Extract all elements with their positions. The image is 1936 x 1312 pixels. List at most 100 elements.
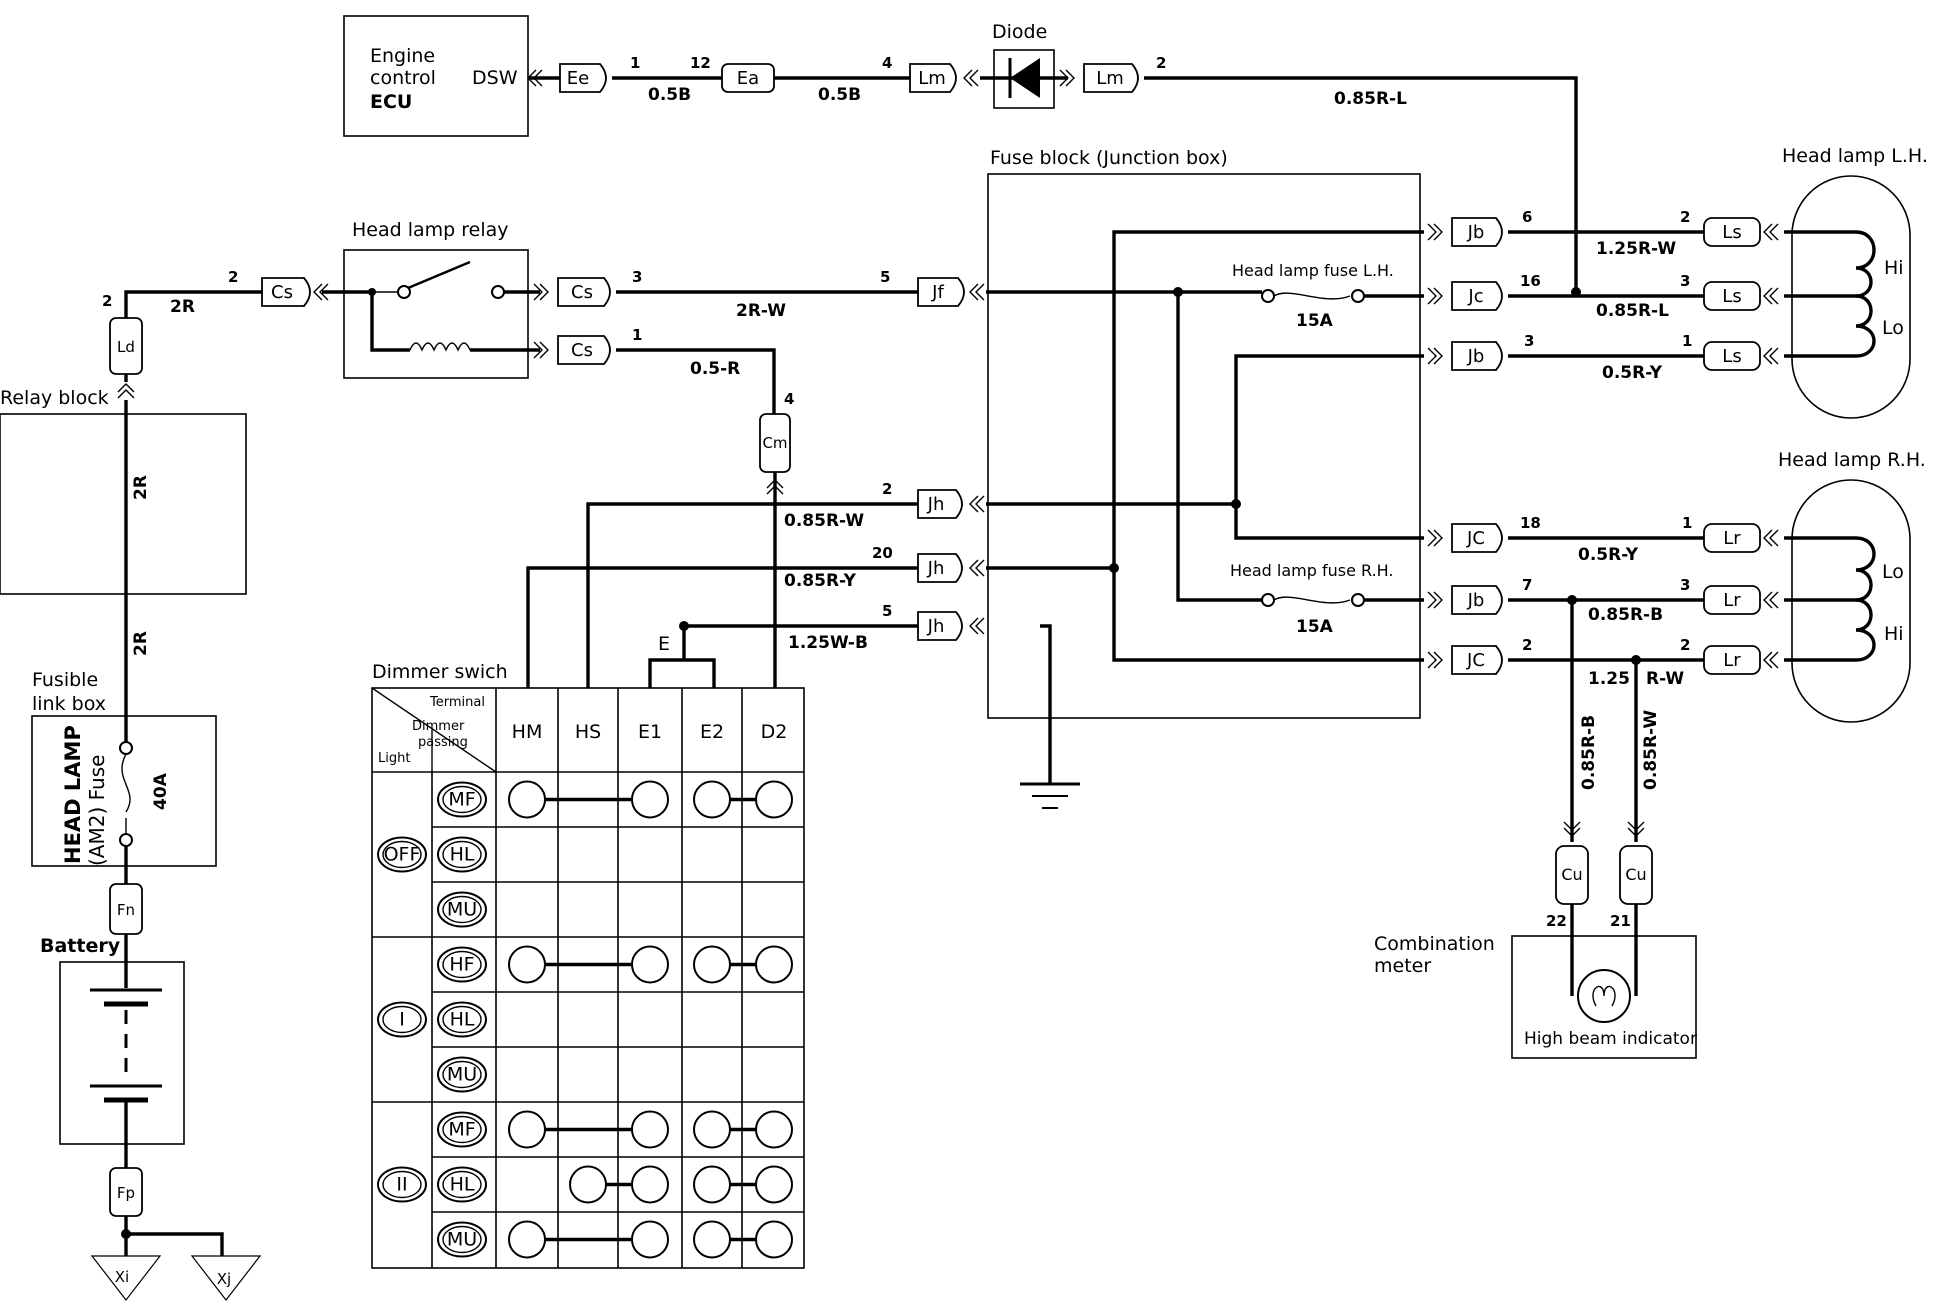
connector-cu-1: Cu [1555,845,1589,905]
dimmer-position-label: HL [450,844,475,866]
connector-lm-1: Lm [909,63,957,93]
diode [980,49,1068,109]
svg-text:1: 1 [630,54,640,72]
svg-text:Cu: Cu [1561,865,1582,884]
relay-block [0,413,247,595]
dimmer-switch-table: Terminal Dimmer passing Light HM HS E1 E… [371,687,805,1269]
svg-text:control: control [370,67,436,89]
continuity-point [755,1220,793,1259]
svg-text:1: 1 [632,326,642,344]
dimmer-position-4 [437,1001,487,1038]
svg-text:Ls: Ls [1722,222,1741,243]
continuity-point [693,1110,731,1149]
svg-text:1.25W-B: 1.25W-B [788,633,868,653]
svg-text:2: 2 [228,268,238,286]
svg-text:2: 2 [1680,208,1690,226]
svg-text:2R-W: 2R-W [736,301,786,321]
svg-text:20: 20 [872,544,893,562]
continuity-point [693,780,731,819]
ground-symbol [1020,782,1080,809]
connector-jf: Jf [917,277,965,307]
svg-text:5: 5 [880,268,890,286]
connector-ea: Ea [721,63,775,93]
svg-text:0.85R-B: 0.85R-B [1579,715,1599,790]
continuity-point [693,1220,731,1259]
dimmer-position-label: MF [448,789,475,811]
svg-text:Head lamp relay: Head lamp relay [352,219,509,241]
connector-lm-2: Lm [1083,63,1139,93]
svg-text:Cs: Cs [571,282,593,303]
connector-cs-left: Cs [261,277,311,307]
head-lamp-fuse-rh [1261,593,1365,607]
svg-text:2R: 2R [131,475,151,500]
svg-text:High beam indicator: High beam indicator [1524,1029,1697,1049]
svg-text:Hi: Hi [1884,257,1904,279]
svg-text:6: 6 [1522,208,1532,226]
svg-text:3: 3 [1680,576,1690,594]
connector-jh-2: Jh [917,553,963,583]
svg-text:JC: JC [1466,528,1485,549]
connector-fn: Fn [109,883,143,935]
svg-text:0.85R-B: 0.85R-B [1588,605,1663,625]
dimmer-position-label: HL [450,1174,475,1196]
svg-text:Cm: Cm [762,434,787,452]
svg-text:Jh: Jh [927,494,945,515]
continuity-point [755,945,793,984]
connector-ee: Ee [559,63,607,93]
svg-text:40A: 40A [151,772,171,810]
svg-text:Lr: Lr [1723,650,1741,671]
dimmer-light-group-label: II [396,1174,407,1196]
connector-jb-2: Jb [1427,341,1503,371]
ground-xi: Xi [90,1255,162,1301]
svg-text:12: 12 [690,54,711,72]
svg-text:Lr: Lr [1723,590,1741,611]
svg-text:(AM2) Fuse: (AM2) Fuse [85,755,109,866]
connector-jb-3: Jb [1427,585,1503,615]
svg-text:Ls: Ls [1722,346,1741,367]
dimmer-position-label: MF [448,1119,475,1141]
svg-text:JC: JC [1466,650,1485,671]
svg-text:5: 5 [882,602,892,620]
svg-text:0.85R-Y: 0.85R-Y [784,571,857,591]
svg-text:1.25: 1.25 [1588,669,1630,689]
battery [59,961,185,1145]
svg-text:Battery: Battery [40,935,121,957]
svg-text:0.5R-Y: 0.5R-Y [1602,363,1663,383]
svg-text:15A: 15A [1296,617,1334,637]
svg-text:2R: 2R [170,297,195,317]
svg-text:link box: link box [32,693,106,715]
dimmer-position-8 [437,1221,487,1258]
dimmer-position-3 [437,946,487,983]
svg-text:Ld: Ld [117,338,135,356]
svg-text:R-W: R-W [1646,669,1684,689]
connector-jh-1: Jh [917,489,963,519]
dimmer-position-label: MU [447,899,477,921]
svg-text:Lo: Lo [1882,561,1904,583]
svg-text:HEAD LAMP: HEAD LAMP [61,725,85,864]
svg-text:Hi: Hi [1884,623,1904,645]
continuity-point [631,1110,669,1149]
svg-text:Xi: Xi [115,1268,129,1286]
engine-control-ecu: Engine control ECU DSW [343,15,529,137]
svg-text:HS: HS [575,721,601,743]
head-lamp-relay [322,249,540,379]
connector-cs-3: Cs [557,277,611,307]
svg-text:Jb: Jb [1467,222,1485,243]
combination-meter: High beam indicator [1511,904,1697,1059]
connector-ls-1: Ls [1703,217,1779,247]
connector-jc-1: Jc [1427,281,1503,311]
svg-text:22: 22 [1546,912,1567,930]
continuity-point [631,1220,669,1259]
dimmer-position-label: HF [449,954,474,976]
connector-lr-2: Lr [1703,585,1779,615]
svg-text:Cs: Cs [571,340,593,361]
svg-text:15A: 15A [1296,311,1334,331]
svg-text:3: 3 [632,268,642,286]
svg-text:Fusible: Fusible [32,669,98,691]
connector-jh-3: Jh [917,611,963,641]
continuity-point [508,1110,546,1149]
svg-text:0.85R-L: 0.85R-L [1334,89,1407,109]
svg-text:Lm: Lm [918,68,946,89]
dimmer-light-group [377,836,427,873]
svg-text:2: 2 [102,292,112,310]
